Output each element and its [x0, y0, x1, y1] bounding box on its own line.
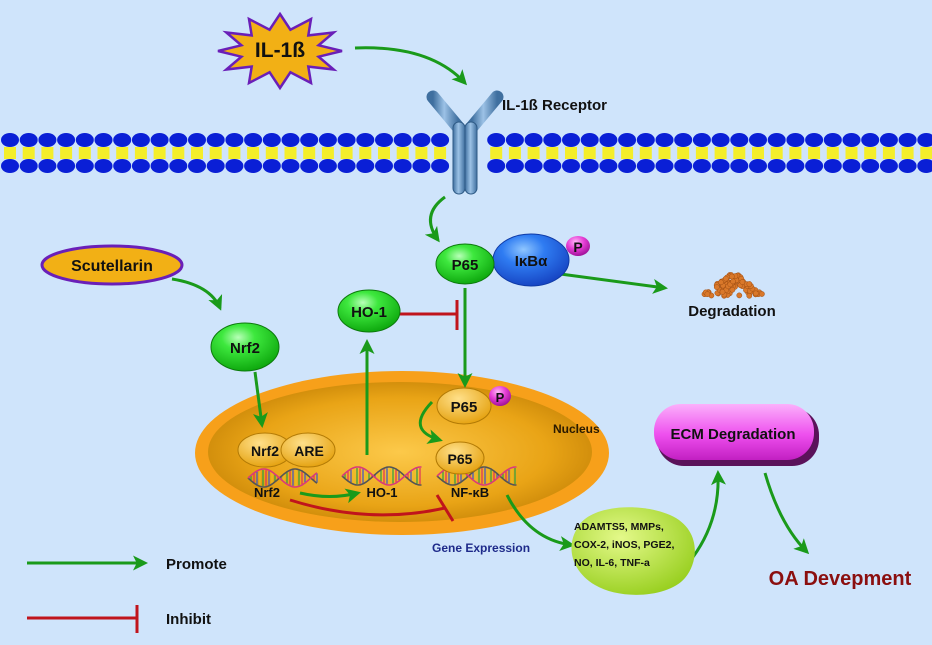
gene-product-line: COX-2, iNOS, PGE2, [574, 539, 674, 551]
arrow-ecm-to-oa [763, 472, 810, 555]
degradation-pile-icon [701, 272, 765, 299]
nuclear-phospho-label: P [496, 390, 505, 405]
il1b-stimulus: IL-1ß [217, 11, 343, 91]
gene-nfkb-label: NF-κB [451, 485, 489, 500]
nuclear-p65-phospho-node: P65 P [436, 386, 511, 425]
ikba-label: IκBα [515, 253, 548, 270]
arrow-ikba-to-degradation [552, 271, 668, 294]
nrf2-label: Nrf2 [230, 340, 260, 357]
ecm-label: ECM Degradation [670, 426, 795, 443]
oa-development-label: OA Devepment [769, 568, 912, 590]
phospho-badge: P [566, 236, 590, 256]
nrf2-are-complex: Nrf2 ARE [237, 432, 336, 468]
nucleus: Nucleus [195, 371, 609, 535]
inhibit-bar-icon [27, 605, 139, 633]
gene-product-line: NO, IL-6, TNF-a [574, 557, 650, 569]
p65-node: P65 [435, 243, 495, 285]
nuclear-p65p-label: P65 [451, 399, 478, 416]
arrow-p65p-to-p65 [418, 400, 443, 444]
il1b-receptor-icon [426, 90, 504, 195]
nuclear-nrf2-label: Nrf2 [251, 443, 279, 459]
gene-ho1-label: HO-1 [366, 485, 397, 500]
arrow-nfkb-to-genes [505, 494, 575, 552]
legend-inhibit-label: Inhibit [166, 611, 211, 628]
legend-item-promote: Promote [27, 555, 227, 573]
are-label: ARE [294, 443, 324, 459]
nuclear-p65-node: P65 [435, 441, 485, 475]
degradation-label: Degradation [688, 303, 776, 320]
gene-expression-label: Gene Expression [432, 541, 530, 555]
scutellarin-node: Scutellarin [40, 244, 184, 286]
gene-product-line: ADAMTS5, MMPs, [574, 521, 664, 533]
il1b-label: IL-1ß [255, 39, 305, 62]
inhibit-arrows [289, 300, 459, 522]
gene-products-node: ADAMTS5, MMPs, COX-2, iNOS, PGE2, NO, IL… [571, 507, 695, 595]
dna-nrf2-icon [247, 468, 318, 488]
nrf2-node: Nrf2 [210, 322, 280, 372]
gene-nrf2-label: Nrf2 [254, 485, 280, 500]
dna-ho1-icon [341, 466, 422, 486]
starburst-icon [217, 11, 343, 91]
cell-membrane [1, 133, 932, 173]
promote-arrows [171, 46, 810, 558]
arrow-il1b-to-receptor [354, 46, 468, 86]
arrow-nrf2-to-nucleus [252, 371, 268, 428]
ho1-node: HO-1 [337, 289, 401, 333]
arrow-genes-to-ecm [691, 470, 726, 558]
p65-label: P65 [452, 257, 479, 274]
legend-item-inhibit: Inhibit [27, 605, 211, 633]
arrow-nrf2-gene-to-ho1-gene [299, 488, 361, 504]
nucleus-label: Nucleus [553, 422, 600, 436]
legend-promote-label: Promote [166, 556, 227, 573]
legend: Promote Inhibit [27, 555, 227, 633]
ecm-degradation-node: ECM Degradation [654, 404, 819, 466]
receptor-label: IL-1ß Receptor [502, 97, 607, 114]
ikba-node: IκBα [492, 233, 570, 287]
scutellarin-label: Scutellarin [71, 258, 153, 275]
phospho-label: P [573, 239, 582, 255]
ho1-label: HO-1 [351, 304, 387, 321]
arrow-receptor-to-p65 [424, 195, 446, 243]
arrow-scutellarin-to-nrf2 [171, 277, 223, 311]
nuclear-p65-label: P65 [448, 451, 473, 467]
inhibit-nrf2-to-nfkb [289, 498, 446, 517]
